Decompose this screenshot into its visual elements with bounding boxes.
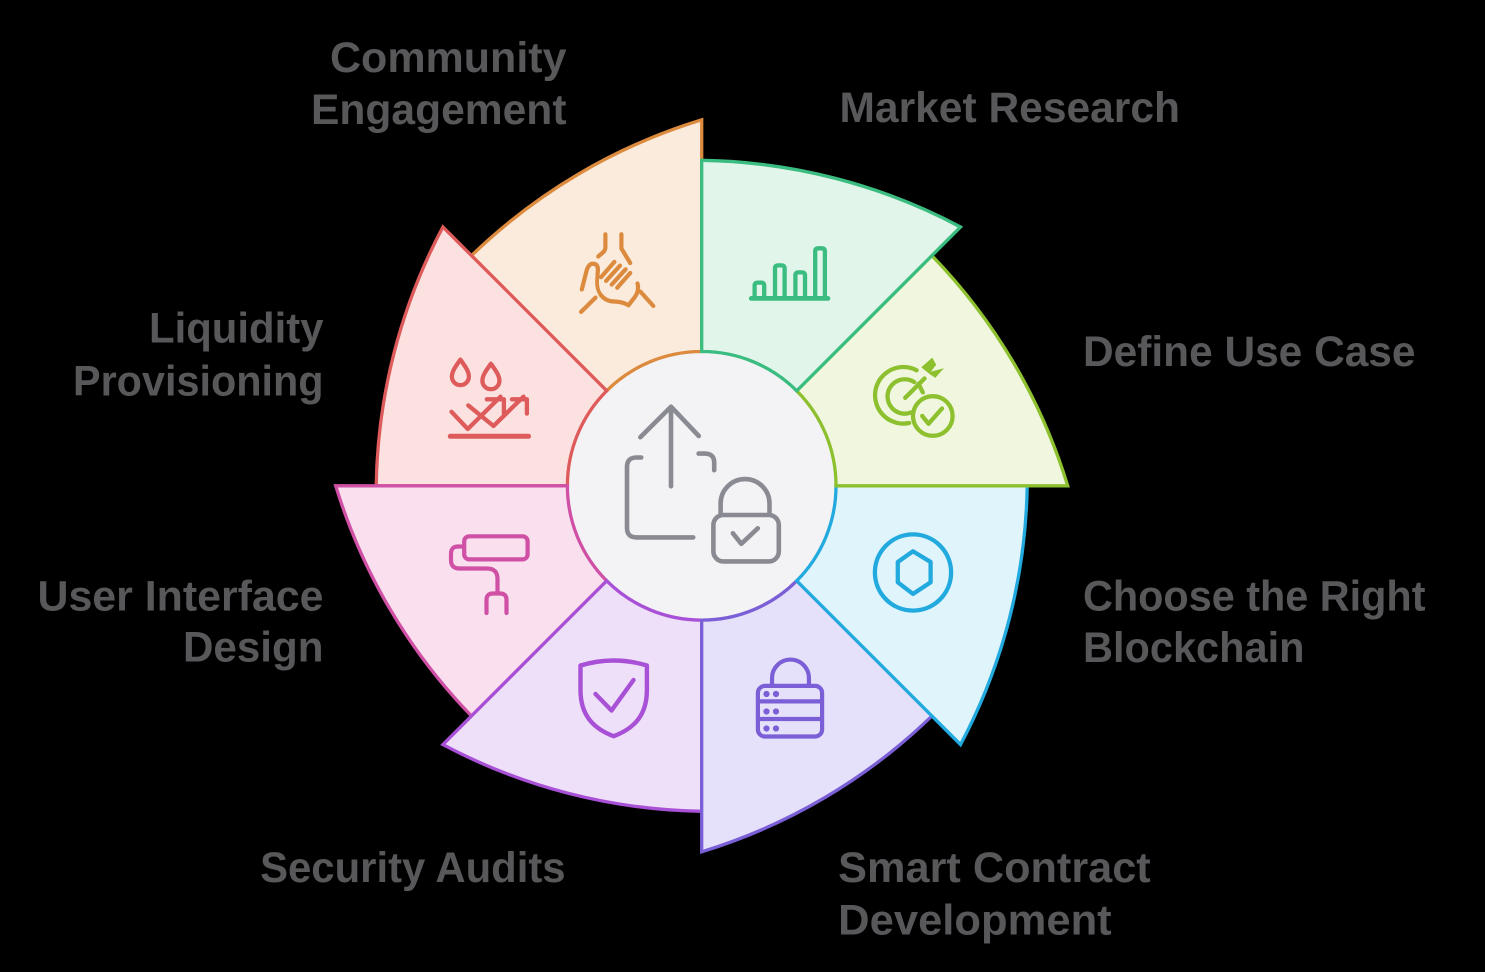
- svg-text:User Interface: User Interface: [38, 573, 324, 621]
- svg-text:Market Research: Market Research: [840, 84, 1181, 132]
- svg-text:Engagement: Engagement: [311, 86, 567, 134]
- svg-text:Liquidity: Liquidity: [149, 305, 324, 353]
- svg-text:Design: Design: [183, 623, 324, 671]
- svg-text:Security Audits: Security Audits: [260, 844, 565, 892]
- svg-text:Smart Contract: Smart Contract: [838, 844, 1150, 892]
- svg-text:Blockchain: Blockchain: [1083, 624, 1305, 672]
- svg-text:Provisioning: Provisioning: [73, 358, 324, 406]
- svg-text:Community: Community: [330, 34, 567, 82]
- svg-text:Development: Development: [838, 896, 1111, 944]
- svg-text:Choose the Right: Choose the Right: [1083, 573, 1426, 621]
- svg-text:Define Use Case: Define Use Case: [1083, 328, 1416, 376]
